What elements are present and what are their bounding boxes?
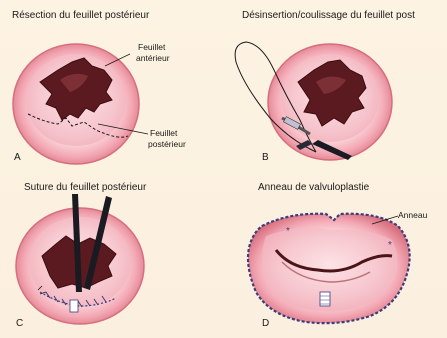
panel-c-title: Suture du feuillet postérieur [24,182,146,193]
svg-text:*: * [286,226,290,237]
panel-a-valve [13,44,148,164]
panel-c-valve [16,194,144,324]
panel-a-label-anterior-1: Feuillet [138,42,165,52]
panel-d-letter: D [262,318,269,329]
panel-b-valve [235,42,392,160]
panel-a-label-posterior-1: Feuillet [150,128,177,138]
panel-a-title: Résection du feuillet postérieur [12,10,149,21]
panel-a-label-posterior-2: postérieur [148,139,186,149]
panel-b-letter: B [262,152,269,163]
panel-d-title: Anneau de valvuloplastie [258,182,369,193]
panel-c-letter: C [16,318,23,329]
panel-d-valve: * * [248,214,410,323]
panel-d-label-ring: Anneau [398,210,427,220]
panel-a-label-anterior-2: antérieur [136,53,170,63]
panel-a-letter: A [14,152,21,163]
svg-text:*: * [388,240,392,251]
panel-b-title: Désinsertion/coulissage du feuillet post [242,10,415,21]
